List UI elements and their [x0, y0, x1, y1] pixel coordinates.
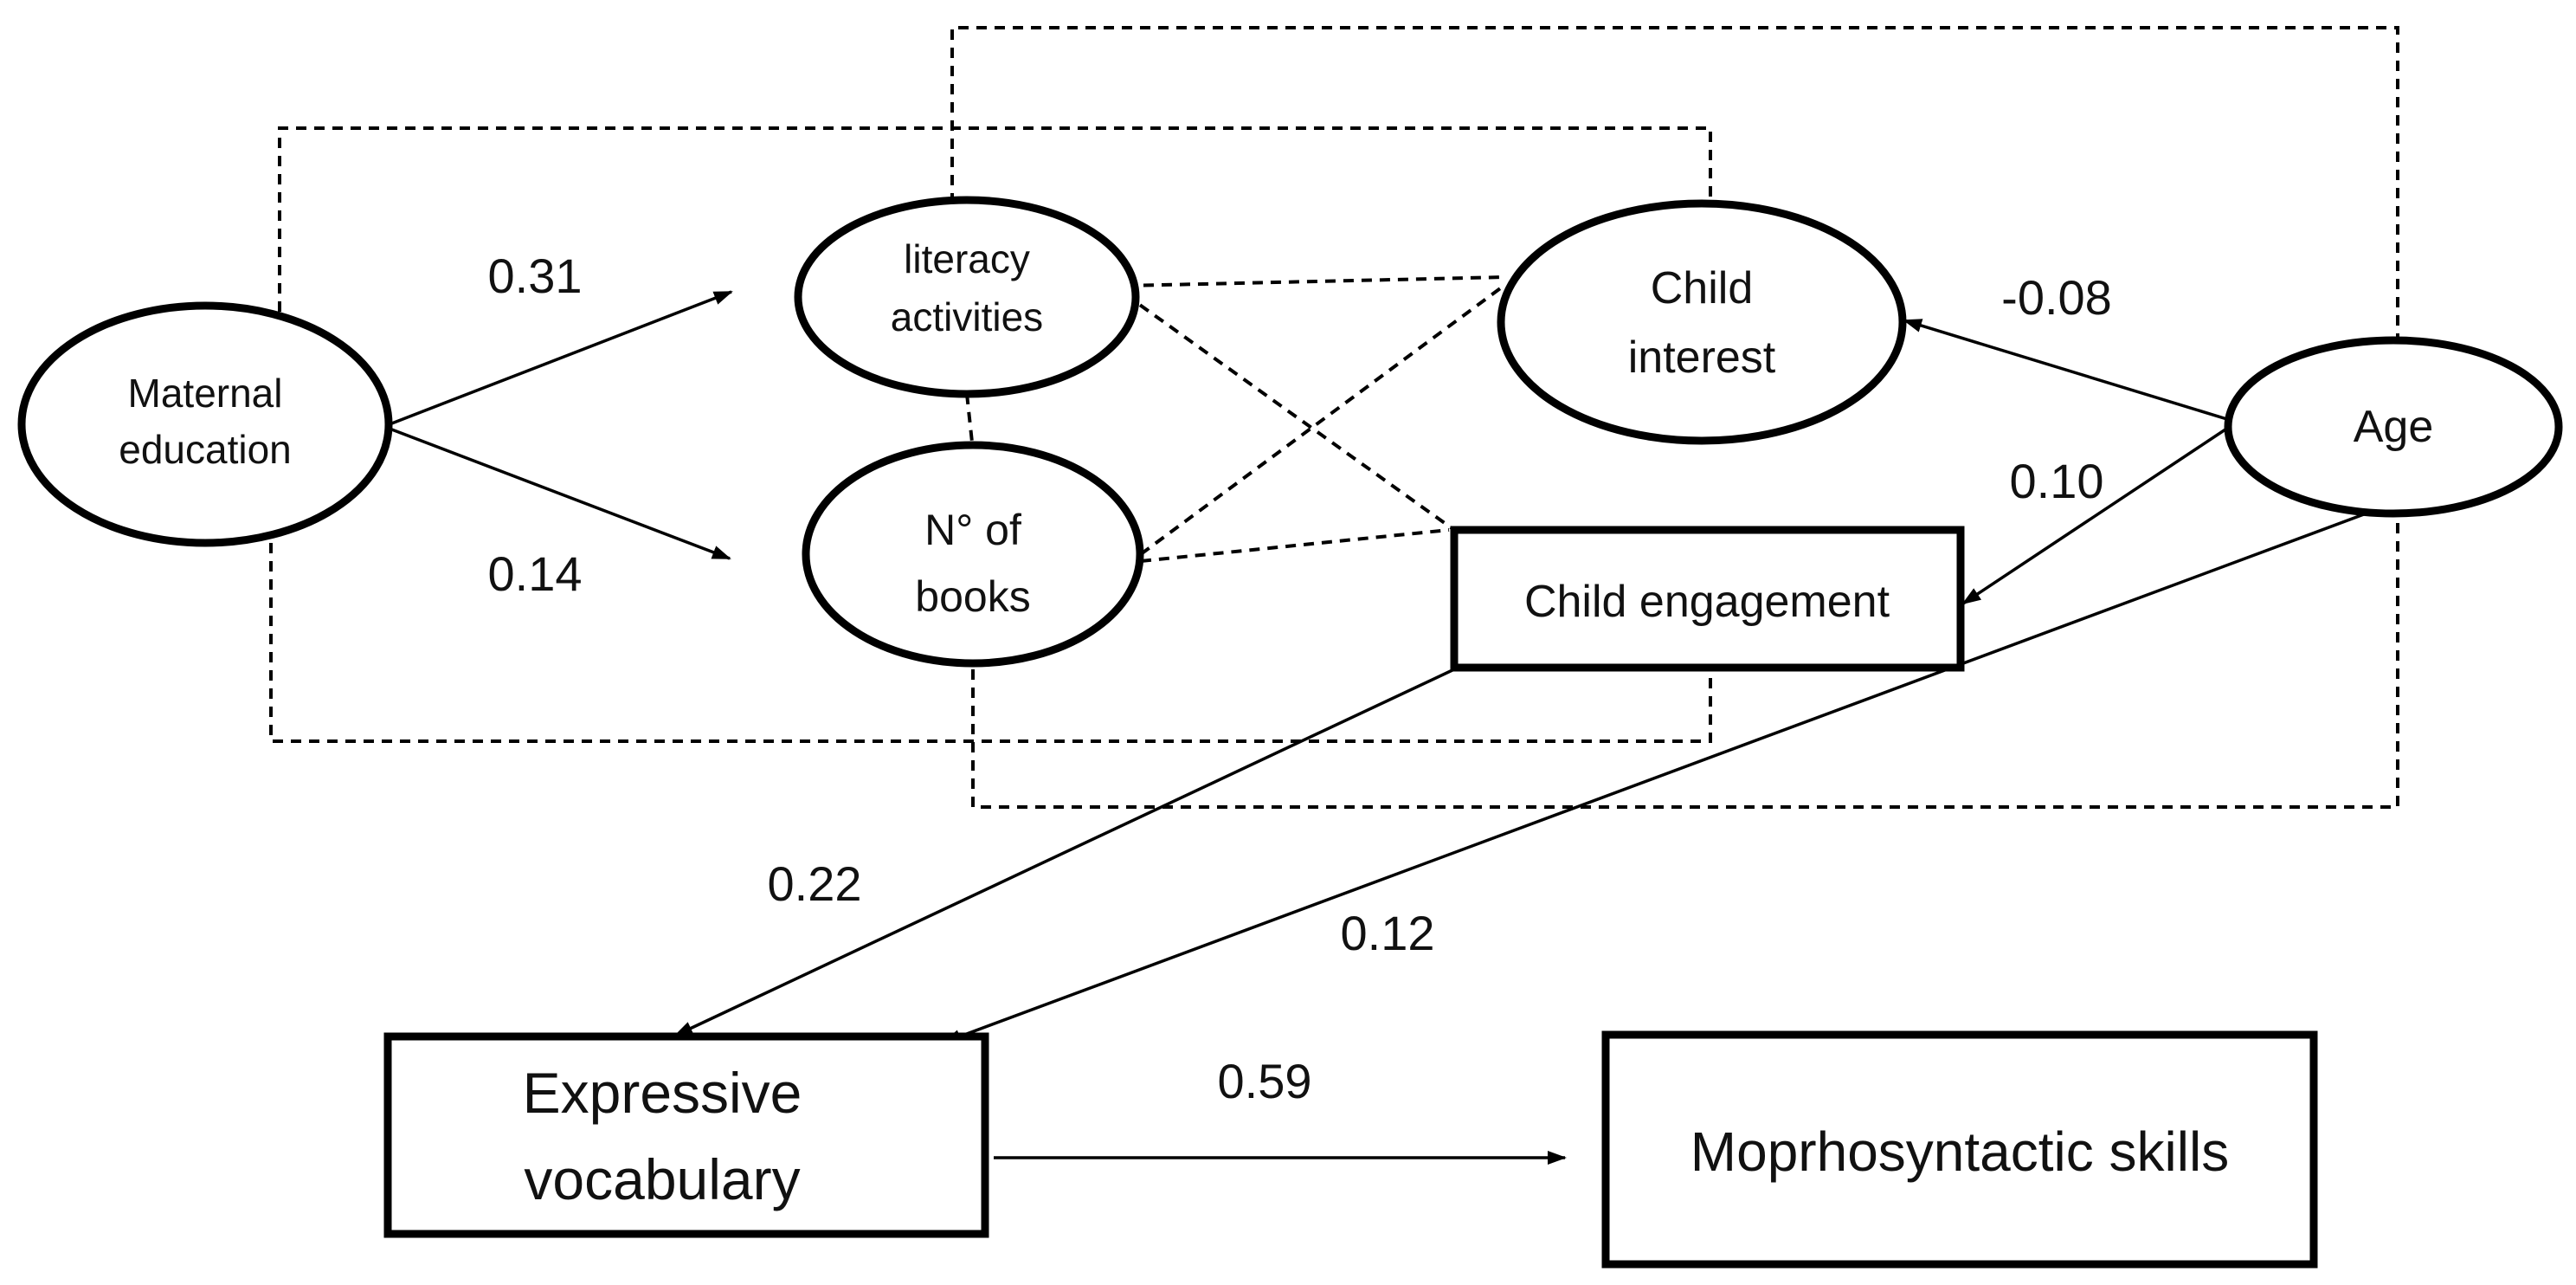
- child-engagement-label: Child engagement: [1524, 577, 1890, 627]
- correlation-literacy-engagement: [1124, 293, 1456, 532]
- node-maternal-education: Maternal education: [17, 301, 393, 547]
- expressive-vocabulary-line2: vocabulary: [524, 1147, 800, 1211]
- expressive-vocabulary-line1: Expressive: [523, 1061, 802, 1125]
- correlation-literacy-age: [950, 26, 2399, 365]
- arrow-age-interest: [1903, 319, 2231, 422]
- correlation-books-interest: [1139, 282, 1508, 556]
- node-age: Age: [2224, 336, 2563, 518]
- directed-paths: [389, 290, 2386, 1165]
- correlation-books-age: [971, 502, 2399, 809]
- books-line1: N° of: [924, 506, 1021, 554]
- node-expressive-vocabulary: Expressive vocabulary: [383, 1032, 989, 1238]
- books-line2: books: [915, 572, 1030, 621]
- node-child-interest: Child interest: [1497, 199, 1907, 445]
- age-label: Age: [2354, 402, 2434, 452]
- correlation-literacy-books: [965, 393, 975, 451]
- arrow-age-engagement: [1961, 423, 2234, 605]
- node-morphosyntactic-skills: Moprhosyntactic skills: [1601, 1030, 2318, 1269]
- arrow-maternal-literacy: [389, 290, 733, 426]
- literacy-activities-line1: literacy: [904, 236, 1030, 281]
- coefficient-vocabulary-morphosyntactic: 0.59: [1218, 1054, 1312, 1108]
- correlation-literacy-interest: [1124, 275, 1507, 287]
- coefficient-age-interest: -0.08: [2001, 270, 2112, 325]
- correlation-maternal-interest: [278, 126, 1712, 312]
- node-child-engagement: Child engagement: [1450, 526, 1965, 672]
- coefficient-age-engagement: 0.10: [2010, 454, 2104, 508]
- coefficient-maternal-literacy: 0.31: [488, 249, 583, 303]
- arrow-age-vocabulary: [942, 505, 2386, 1044]
- correlation-lines: [269, 26, 2399, 809]
- child-interest-line1: Child: [1651, 263, 1754, 313]
- node-books: N° of books: [802, 441, 1144, 668]
- morphosyntactic-skills-label: Moprhosyntactic skills: [1690, 1120, 2229, 1183]
- arrow-maternal-books: [389, 427, 731, 560]
- coefficient-age-vocabulary: 0.12: [1341, 906, 1435, 960]
- coefficient-maternal-books: 0.14: [488, 546, 583, 601]
- literacy-activities-line2: activities: [891, 294, 1043, 339]
- maternal-education-line1: Maternal: [128, 371, 283, 416]
- maternal-education-line2: education: [119, 427, 292, 472]
- arrow-engagement-vocabulary: [673, 668, 1455, 1037]
- path-coefficients: 0.31 0.14 -0.08 0.10 0.22 0.12 0.59: [488, 249, 2112, 1108]
- correlation-books-engagement: [1140, 528, 1450, 563]
- node-literacy-activities: literacy activities: [794, 196, 1140, 398]
- coefficient-engagement-vocabulary: 0.22: [768, 856, 862, 911]
- child-interest-line2: interest: [1628, 333, 1776, 383]
- correlation-maternal-engagement: [269, 507, 1712, 743]
